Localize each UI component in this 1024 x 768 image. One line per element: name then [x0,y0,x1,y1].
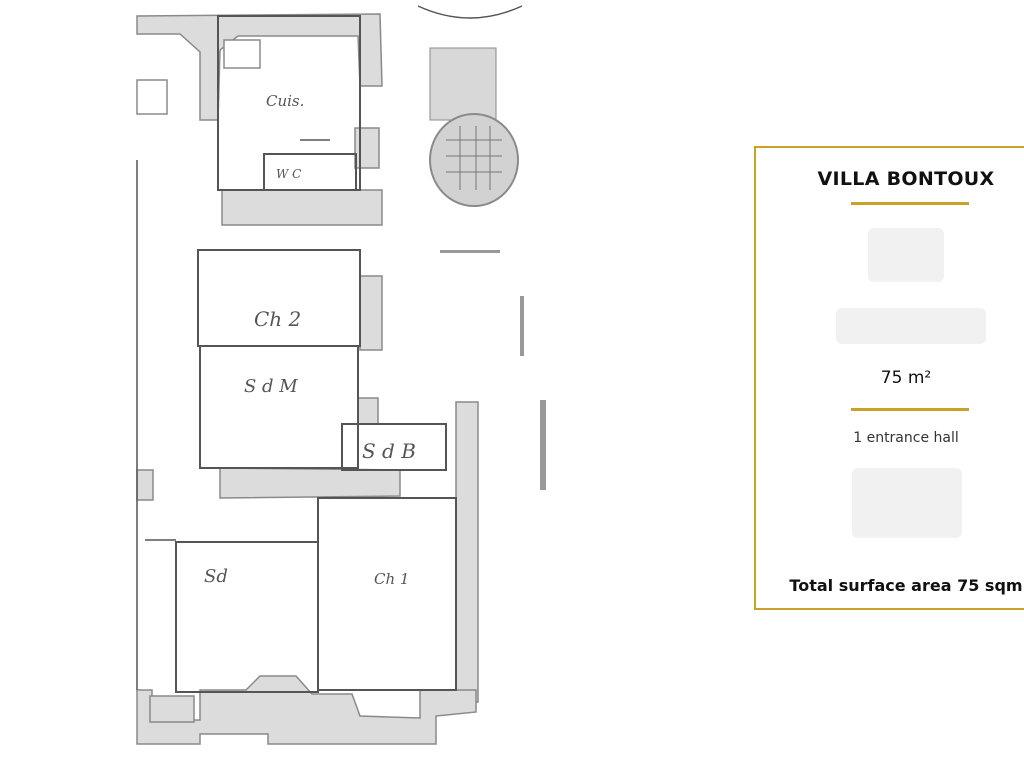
label-bedroom-1: Ch 1 [374,570,409,588]
faint-text-smudge [852,468,962,538]
room-living [175,541,319,693]
garden-markings [440,250,546,490]
wall-pillar [357,397,379,425]
wall-right-column [455,401,479,703]
wall-notch [136,79,168,115]
entrance-hall-item: 1 entrance hall [853,430,959,446]
label-bedroom-2: Ch 2 [254,307,301,331]
room-bathroom-b [341,423,447,471]
faint-text-smudge [836,308,986,344]
kitchen-counter [223,39,261,69]
wall-bedroom2-right [359,275,383,351]
property-info-card: VILLA BONTOUX 75 m² 1 entrance hall Tota… [754,146,1024,610]
wall-left-stub [136,469,154,501]
room-bedroom-1 [317,497,457,691]
room-wc [263,153,357,191]
label-wc: W C [276,167,301,181]
wall-wc-right [354,127,380,169]
wall-top-left [136,13,383,121]
title-divider [851,202,969,205]
wall-bottom-pillar [149,695,195,723]
label-bathroom-main: S d M [244,376,298,397]
label-living-room: Sd [204,566,228,587]
door-arc [417,5,523,19]
label-kitchen: Cuis. [266,92,304,110]
label-bathroom-b: S d B [362,439,416,463]
surface-line: 75 m² [880,368,932,388]
wall-wc-bottom [221,189,383,226]
ornament-stamp [429,47,519,207]
floor-plan: Cuis. W C Ch 2 S d M S d B Sd Ch 1 [136,5,546,745]
room-bedroom-2 [197,249,361,347]
faint-text-smudge [868,228,944,282]
wall-mid-horizontal [219,467,401,499]
mid-divider [851,408,969,411]
room-bathroom-main [199,345,359,469]
property-title: VILLA BONTOUX [817,168,995,190]
total-surface: Total surface area 75 sqm [789,576,1023,595]
